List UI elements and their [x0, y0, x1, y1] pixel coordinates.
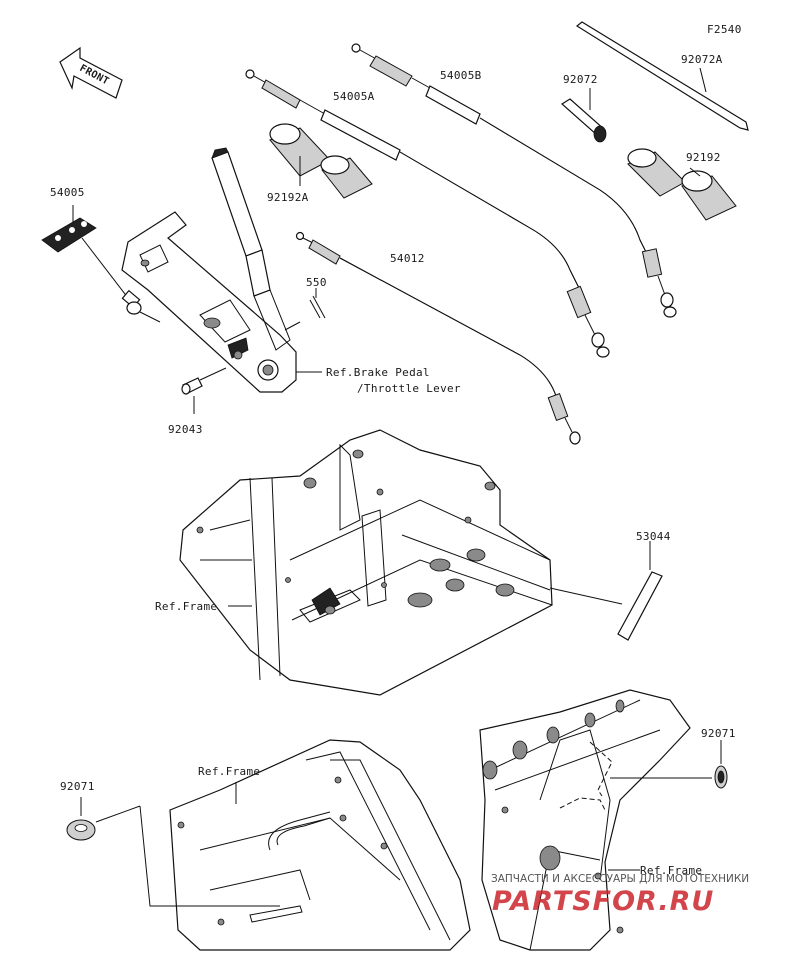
front-arrow-icon: FRONT [59, 46, 123, 99]
frame-bottom-right-graphic [479, 689, 728, 951]
label-53044: 53044 [636, 530, 671, 543]
label-92192A: 92192A [267, 191, 309, 204]
label-92072A: 92072A [681, 53, 723, 66]
label-54012: 54012 [390, 252, 425, 265]
frame-bottom-left-graphic [66, 739, 471, 951]
ref-brake-pedal: Ref.Brake Pedal [326, 366, 430, 379]
cable-54005B-graphic [351, 43, 677, 318]
label-92071-right: 92071 [701, 727, 736, 740]
label-92192: 92192 [686, 151, 721, 164]
grommet-92192A-graphic [269, 123, 373, 199]
label-92072: 92072 [563, 73, 598, 86]
clamp-92072-graphic [561, 88, 607, 143]
label-550: 550 [306, 276, 327, 289]
label-54005: 54005 [50, 186, 85, 199]
part-92043-graphic [181, 367, 227, 414]
ref-frame-middle: Ref.Frame [155, 600, 217, 613]
cable-54012-graphic [295, 231, 581, 445]
tie-92072A-graphic [575, 21, 749, 131]
label-92043: 92043 [168, 423, 203, 436]
label-54005B: 54005B [440, 69, 482, 82]
ref-frame-bottom: Ref.Frame [198, 765, 260, 778]
strip-53044-graphic [549, 541, 663, 641]
pedal-assembly-graphic [121, 147, 322, 393]
watermark-tagline: ЗАПЧАСТИ И АКСЕССУАРЫ ДЛЯ МОТОТЕХНИКИ [491, 873, 749, 885]
part-54005-graphic [41, 205, 161, 323]
grommet-92192-graphic [627, 148, 737, 221]
frame-middle-graphic [179, 429, 553, 696]
part-550-graphic [284, 288, 326, 331]
label-54005A: 54005A [333, 90, 375, 103]
ref-throttle-lever: /Throttle Lever [357, 382, 461, 395]
label-92071-left: 92071 [60, 780, 95, 793]
cable-54005A-graphic [245, 69, 610, 358]
figure-code: F2540 [707, 23, 742, 36]
watermark-brand: PARTSFOR.RU [492, 886, 714, 917]
ref-frame-right: Ref.Frame [640, 864, 702, 877]
